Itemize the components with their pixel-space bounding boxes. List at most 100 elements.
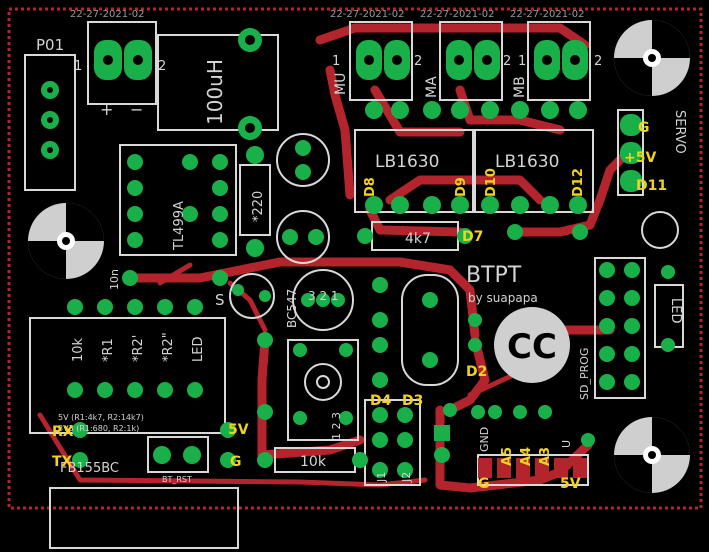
crystal-outline bbox=[401, 274, 459, 386]
sensor-s-label: S bbox=[215, 291, 225, 309]
bt-rst-button-outline bbox=[147, 436, 209, 473]
date-stamp-3: 22-27-2021-02 bbox=[420, 9, 494, 20]
btpt-title: BTPT bbox=[466, 263, 522, 288]
resistor-10k-bottom-label: 10k bbox=[300, 454, 327, 470]
config-5v-note: 5V (R1:4k7, R2:14k7) bbox=[58, 413, 144, 422]
fb155bc-module-outline bbox=[49, 487, 239, 549]
mounting-hole-ml bbox=[28, 203, 104, 279]
mounting-holes bbox=[28, 20, 690, 493]
j2-label: J2 bbox=[400, 472, 413, 483]
cap-10n-label: 10n bbox=[108, 269, 121, 290]
led-round-outline bbox=[641, 211, 679, 249]
pin-1-label-a: 1 bbox=[74, 59, 82, 74]
resistor-10k-label: 10k bbox=[71, 337, 86, 362]
pin-label-rx: RX bbox=[52, 424, 74, 440]
date-stamp-4: 22-27-2021-02 bbox=[510, 9, 584, 20]
pin-label-d2: D2 bbox=[466, 364, 487, 380]
date-stamp-1: 22-27-2021-02 bbox=[70, 9, 144, 20]
pin-label-tx: TX bbox=[52, 454, 73, 470]
cc-logo bbox=[494, 307, 570, 383]
pot-pin-numbers: 1 2 3 bbox=[330, 412, 343, 440]
pin-label-d4: D4 bbox=[370, 393, 392, 409]
pin-2-label-a: 2 bbox=[158, 59, 166, 74]
servo-label: SERVO bbox=[672, 110, 687, 154]
mounting-hole-tr bbox=[614, 20, 690, 96]
bt-rst-label: BT_RST bbox=[162, 475, 192, 484]
j-jumper-outline bbox=[364, 399, 421, 486]
resistor-bank-outline bbox=[29, 317, 226, 434]
trimmer-pot-outline bbox=[287, 339, 359, 441]
pin-label-a4: A4 bbox=[519, 447, 534, 466]
fb155bc-label: FB155BC bbox=[60, 461, 119, 476]
pin-label-d10: D10 bbox=[484, 168, 499, 197]
silkscreen-text: 22-27-2021-02 22-27-2021-02 22-27-2021-0… bbox=[36, 9, 687, 484]
sd-prog-label: SD_PROG bbox=[578, 348, 591, 400]
ma-label: MA bbox=[424, 76, 440, 98]
pads bbox=[41, 40, 675, 478]
tl499a-label: TL499A bbox=[172, 201, 187, 251]
tl499a-ic-outline bbox=[119, 144, 237, 256]
pin-label-d8: D8 bbox=[363, 177, 378, 197]
pin-label-a5: A5 bbox=[500, 447, 515, 466]
power-connector-outline bbox=[87, 21, 157, 105]
suapapa-credit: by suapapa bbox=[468, 291, 538, 305]
inductor-label: 100uH bbox=[203, 59, 227, 125]
ma-pin2: 2 bbox=[503, 54, 511, 69]
mu-connector-outline bbox=[349, 21, 413, 101]
lb1630-label-2: LB1630 bbox=[495, 152, 559, 172]
config-3v3-note: 3V3 (R1:680, R2:1k) bbox=[58, 424, 139, 433]
plus-label: + bbox=[100, 100, 113, 119]
pin-label-d9: D9 bbox=[454, 177, 469, 197]
mu-label: MU bbox=[333, 73, 349, 95]
lb1630-ic-1-outline bbox=[354, 129, 474, 213]
board-outline bbox=[7, 7, 703, 510]
pin-label-d7: D7 bbox=[462, 229, 483, 245]
p01-label: P01 bbox=[36, 36, 64, 54]
servo-header-outline bbox=[617, 109, 644, 196]
pin-label-a3: A3 bbox=[538, 447, 553, 466]
mb-pin1: 1 bbox=[518, 54, 526, 69]
minus-label: − bbox=[130, 100, 143, 119]
pin-label-d3: D3 bbox=[402, 393, 423, 409]
pin-label-analog-5v: 5V bbox=[560, 476, 581, 492]
photo-sensor-outline bbox=[229, 273, 275, 319]
pin-label-bt-g: G bbox=[230, 454, 242, 470]
lb1630-label-1: LB1630 bbox=[375, 152, 439, 172]
resistor-r2b-label: *R2" bbox=[161, 332, 176, 362]
mb-pin2: 2 bbox=[594, 54, 602, 69]
lb1630-ic-2-outline bbox=[474, 129, 594, 213]
cc-logo-text: CC bbox=[507, 327, 557, 367]
u-label: U bbox=[560, 440, 573, 448]
bc547-transistor-outline bbox=[292, 269, 354, 331]
resistor-r1-label: *R1 bbox=[101, 338, 116, 362]
pin-label-bt-5v: 5V bbox=[228, 422, 249, 438]
electrolytic-cap-1 bbox=[276, 133, 330, 187]
gnd-label: GND bbox=[478, 427, 491, 452]
led-label-side: LED bbox=[668, 298, 683, 323]
sd-prog-header-outline bbox=[594, 257, 646, 399]
electrolytic-cap-2 bbox=[276, 210, 330, 264]
cap-220-label: *220 bbox=[251, 191, 266, 222]
pin-label-analog-g: G bbox=[478, 476, 490, 492]
pin-labels: D8 D9 D10 D12 D7 D2 D4 D3 G +5V D11 RX T… bbox=[52, 120, 667, 492]
led-label-bank: LED bbox=[191, 337, 206, 362]
ma-connector-outline bbox=[439, 21, 503, 101]
resistor-220-outline bbox=[239, 164, 271, 236]
trimmer-pot-dial bbox=[304, 363, 342, 401]
pin-label-d12: D12 bbox=[571, 168, 586, 197]
date-stamp-2: 22-27-2021-02 bbox=[330, 9, 404, 20]
pin-label-d11: D11 bbox=[636, 178, 667, 194]
mb-label: MB bbox=[512, 76, 528, 98]
resistor-r2a-label: *R2' bbox=[131, 335, 146, 362]
silkscreen-outlines bbox=[24, 21, 684, 549]
p01-header-outline bbox=[24, 54, 76, 191]
resistor-4k7-label: 4k7 bbox=[405, 231, 431, 247]
mu-pin2: 2 bbox=[414, 54, 422, 69]
mu-pin1: 1 bbox=[332, 54, 340, 69]
mb-connector-outline bbox=[527, 21, 591, 101]
pin-label-servo-g: G bbox=[638, 120, 650, 136]
pin-label-servo-5v: +5V bbox=[624, 150, 656, 166]
bc547-pin-numbers: 3 2 1 bbox=[308, 289, 339, 303]
